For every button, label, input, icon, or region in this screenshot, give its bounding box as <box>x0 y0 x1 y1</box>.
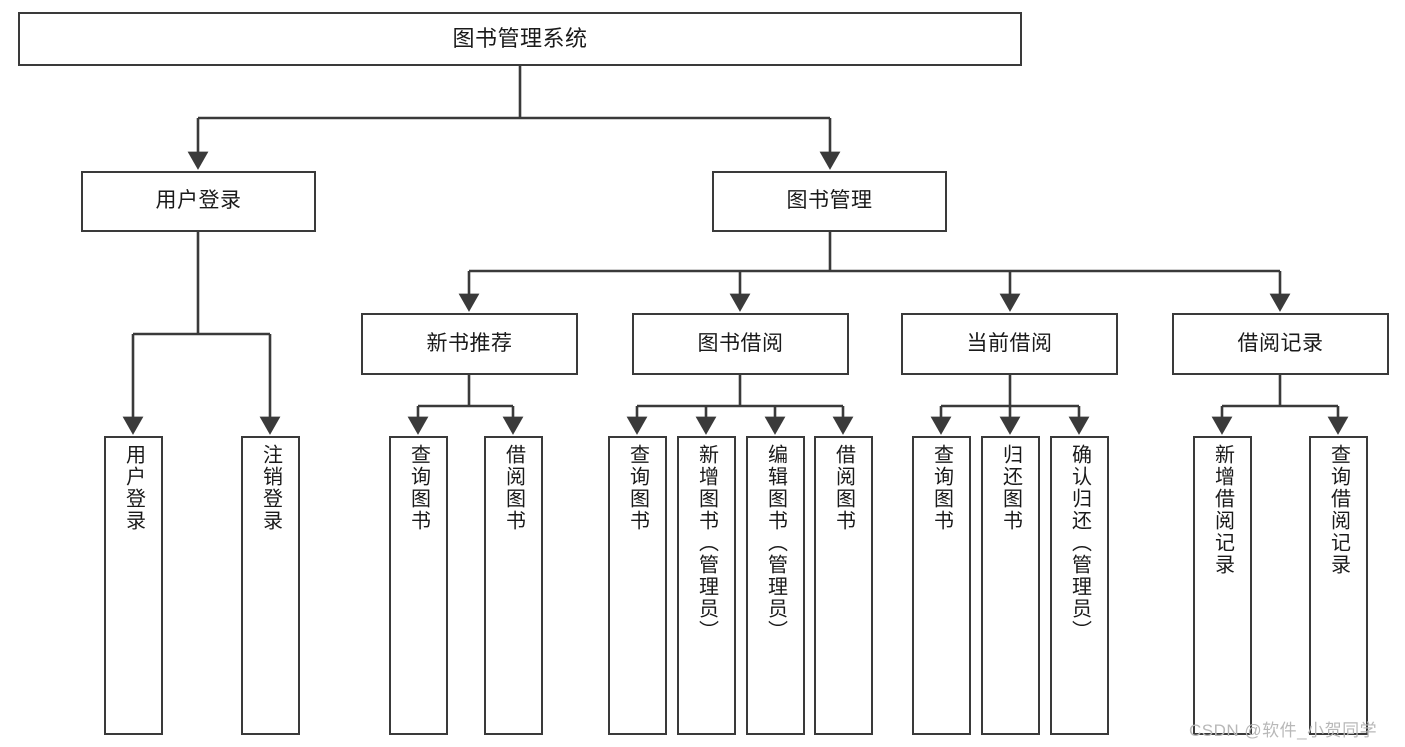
leaf-borrow-add-book-admin[interactable]: 新增图书（管理员） <box>677 436 736 735</box>
node-label: 确认归还（管理员） <box>1068 444 1091 642</box>
leaf-borrow-query-book[interactable]: 查询图书 <box>608 436 667 735</box>
node-user-login[interactable]: 用户登录 <box>81 171 316 232</box>
node-label: 借阅图书 <box>502 444 525 532</box>
leaf-user-login-login[interactable]: 用户登录 <box>104 436 163 735</box>
node-label: 注销登录 <box>259 444 282 532</box>
node-label: 编辑图书（管理员） <box>764 444 787 642</box>
leaf-record-add-record[interactable]: 新增借阅记录 <box>1193 436 1252 735</box>
node-label: 查询图书 <box>930 444 953 532</box>
node-label: 借阅记录 <box>1237 331 1324 355</box>
leaf-recommend-query-book[interactable]: 查询图书 <box>389 436 448 735</box>
node-label: 归还图书 <box>999 444 1022 532</box>
node-label: 用户登录 <box>122 444 145 532</box>
node-book-borrow[interactable]: 图书借阅 <box>632 313 849 375</box>
node-label: 图书管理系统 <box>452 26 588 52</box>
node-label: 当前借阅 <box>966 331 1053 355</box>
node-label: 新增借阅记录 <box>1211 444 1234 576</box>
leaf-current-query-book[interactable]: 查询图书 <box>912 436 971 735</box>
node-label: 新书推荐 <box>426 331 513 355</box>
node-current-borrow[interactable]: 当前借阅 <box>901 313 1118 375</box>
leaf-borrow-edit-book-admin[interactable]: 编辑图书（管理员） <box>746 436 805 735</box>
node-root-system[interactable]: 图书管理系统 <box>18 12 1022 66</box>
node-new-book-recommend[interactable]: 新书推荐 <box>361 313 578 375</box>
leaf-current-confirm-return-admin[interactable]: 确认归还（管理员） <box>1050 436 1109 735</box>
leaf-borrow-borrow-book[interactable]: 借阅图书 <box>814 436 873 735</box>
watermark-text: CSDN @软件_小贺同学 <box>1189 721 1378 740</box>
node-label: 查询图书 <box>407 444 430 532</box>
node-label: 查询借阅记录 <box>1327 444 1350 576</box>
node-borrow-record[interactable]: 借阅记录 <box>1172 313 1389 375</box>
leaf-current-return-book[interactable]: 归还图书 <box>981 436 1040 735</box>
node-book-management[interactable]: 图书管理 <box>712 171 947 232</box>
leaf-record-query-record[interactable]: 查询借阅记录 <box>1309 436 1368 735</box>
node-label: 图书管理 <box>786 189 873 213</box>
node-label: 借阅图书 <box>832 444 855 532</box>
node-label: 用户登录 <box>155 189 242 213</box>
node-label: 查询图书 <box>626 444 649 532</box>
node-label: 新增图书（管理员） <box>695 444 718 642</box>
leaf-recommend-borrow-book[interactable]: 借阅图书 <box>484 436 543 735</box>
node-label: 图书借阅 <box>697 331 784 355</box>
leaf-user-login-logout[interactable]: 注销登录 <box>241 436 300 735</box>
